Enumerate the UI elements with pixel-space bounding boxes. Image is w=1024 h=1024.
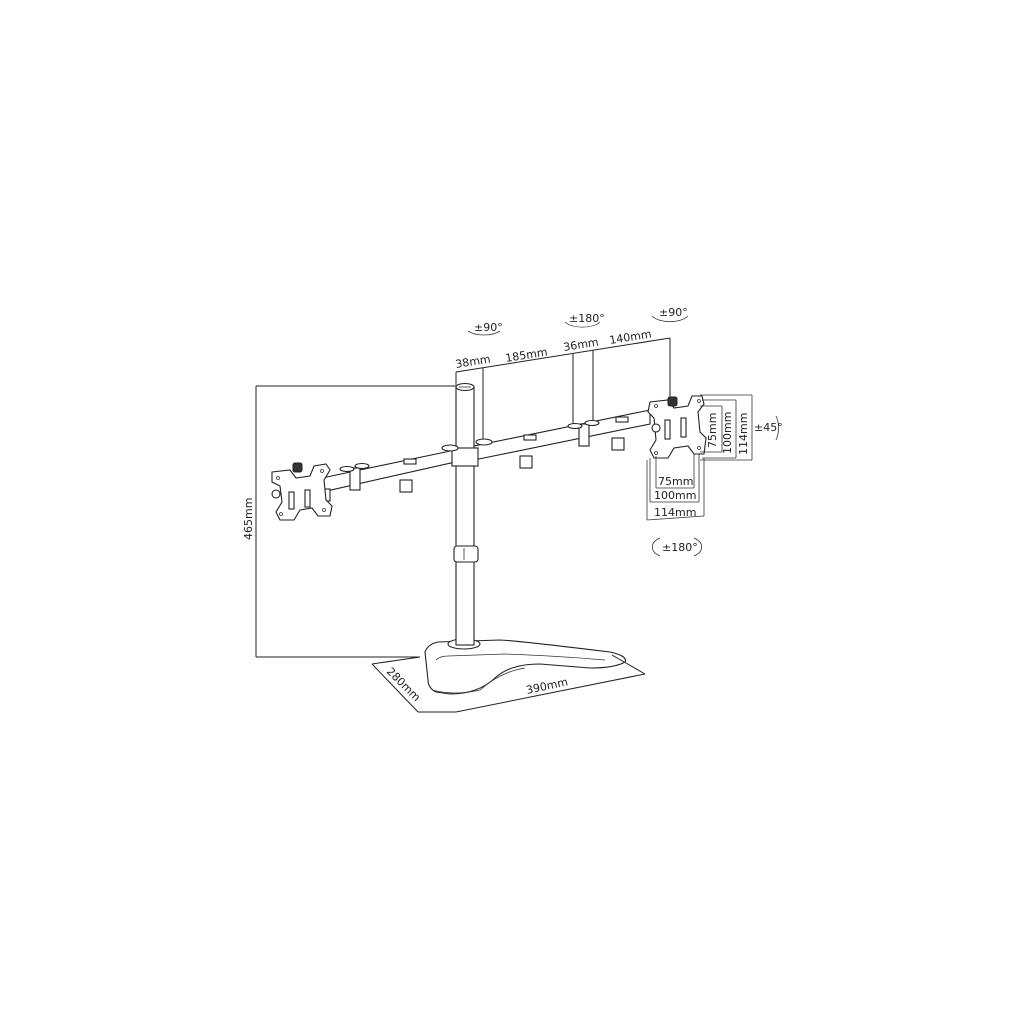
vesa-horizontal-114: 114mm [654,506,696,519]
rotation-tilt-label: ±45° [754,421,783,434]
vesa-dimensions: 75mm 100mm 114mm 75mm 100mm 114mm [646,394,753,521]
left-vesa-bracket [271,462,333,521]
rotation-pole-swivel: ±90° [467,321,503,336]
vesa-horizontal-75: 75mm [658,475,693,488]
dim-arm-segment-1: 185mm [504,345,548,364]
rotation-rotate: ±180° [651,537,703,557]
rotation-tilt: ±45° [754,415,783,441]
right-vesa-bracket [647,395,707,459]
stand-arm [317,409,651,502]
dim-height: 465mm [242,498,255,540]
dim-base-depth: 280mm [384,665,423,704]
vesa-horizontal-100: 100mm [654,489,696,502]
height-dimension: 465mm [242,385,456,658]
vesa-vertical-100: 100mm [721,412,734,454]
rotation-pole-label: ±90° [474,321,503,334]
dim-pole-diameter: 38mm [454,353,491,371]
rotation-rotate-label: ±180° [662,541,698,554]
vesa-vertical-75: 75mm [706,413,719,448]
rotation-bracket-swivel: ±90° [651,306,689,323]
vesa-vertical-114: 114mm [737,413,750,455]
top-dimension-line: 38mm 185mm 36mm 140mm [454,327,671,440]
rotation-bracket-label: ±90° [659,306,688,319]
rotation-arm-joint: ±180° [564,312,605,328]
rotation-arm-label: ±180° [569,312,605,325]
dim-joint-width: 36mm [562,336,599,354]
stand-pole [453,382,479,646]
